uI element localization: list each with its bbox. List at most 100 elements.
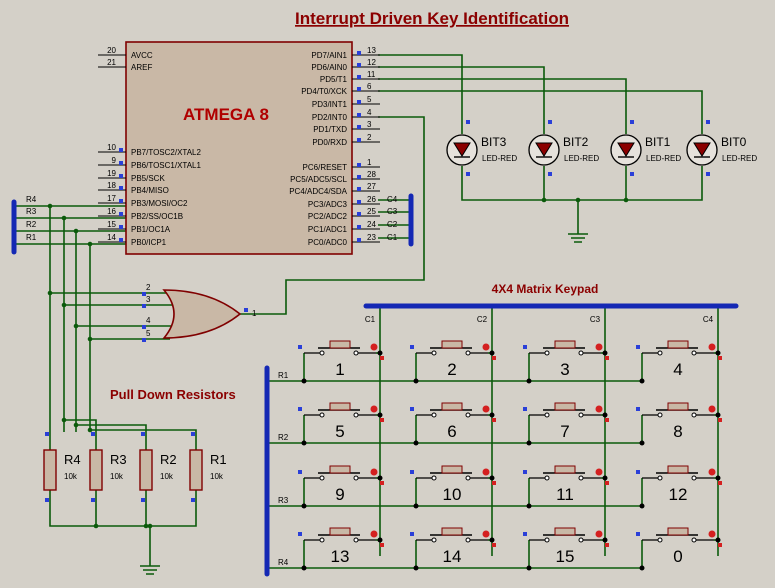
mcu-pin-name: PB4/MISO xyxy=(131,186,169,195)
keypad-key-1[interactable]: 1 xyxy=(298,340,384,384)
keypad-key-2[interactable]: 2 xyxy=(410,340,496,384)
keypad-key-12[interactable]: 12 xyxy=(636,465,722,509)
mcu-pin-name: PD0/RXD xyxy=(312,138,347,147)
mcu-pin-marker xyxy=(357,75,361,79)
keypad-key-10[interactable]: 10 xyxy=(410,465,496,509)
resistor-pin-marker xyxy=(141,432,145,436)
switch-pin-marker xyxy=(298,345,302,349)
keypad-key-5[interactable]: 5 xyxy=(298,402,384,446)
junction-dot xyxy=(377,350,383,356)
switch-pin-marker xyxy=(605,543,609,547)
switch-actuator xyxy=(329,527,351,536)
mcu-pin-name: PB2/SS/OC1B xyxy=(131,212,183,221)
switch-red-dot xyxy=(708,343,716,351)
keypad-key-7[interactable]: 7 xyxy=(523,402,609,446)
keypad-key-label: 15 xyxy=(556,547,575,566)
mcu-pin-name: PC3/ADC3 xyxy=(308,200,348,209)
keypad-key-8[interactable]: 8 xyxy=(636,402,722,446)
resistor-pin-marker xyxy=(91,432,95,436)
switch-pin-marker xyxy=(410,345,414,349)
keypad-key-label: 7 xyxy=(560,422,569,441)
junction-dot xyxy=(489,537,495,543)
junction-dot xyxy=(413,503,419,509)
mcu-pin-marker xyxy=(119,148,123,152)
switch-pin-marker xyxy=(380,356,384,360)
switch-red-dot xyxy=(708,405,716,413)
mcu-pin-number: 13 xyxy=(367,46,376,55)
keypad-key-label: 9 xyxy=(335,485,344,504)
junction-dot xyxy=(301,565,307,571)
mcu-pin-marker xyxy=(119,199,123,203)
keypad-key-0[interactable]: 0 xyxy=(636,527,722,571)
switch-red-dot xyxy=(595,405,603,413)
led-pin-marker xyxy=(548,120,552,124)
mcu-pin-number: 12 xyxy=(367,58,376,67)
mcu-pin-marker xyxy=(357,212,361,216)
mcu-pin-number: 28 xyxy=(367,170,376,179)
keypad-key-9[interactable]: 9 xyxy=(298,465,384,509)
mcu-pin-marker xyxy=(357,87,361,91)
mcu-pin-number: 1 xyxy=(367,158,372,167)
keypad-key-13[interactable]: 13 xyxy=(298,527,384,571)
wire-row1-r1 xyxy=(90,429,197,432)
switch-actuator xyxy=(667,402,689,411)
mcu-pin-number: 5 xyxy=(367,95,372,104)
resistor-value: 10k xyxy=(64,472,78,481)
switch-pin-marker xyxy=(380,481,384,485)
wire-int0 xyxy=(240,116,425,315)
keypad-key-3[interactable]: 3 xyxy=(523,340,609,384)
bus-label-r1: R1 xyxy=(26,233,37,242)
mcu-pin-number: 26 xyxy=(367,195,376,204)
switch-red-dot xyxy=(595,530,603,538)
keypad-key-6[interactable]: 6 xyxy=(410,402,496,446)
switch-pin-marker xyxy=(718,481,722,485)
keypad-row-wires xyxy=(267,380,643,569)
mcu-left-pins: 20AVCC21AREF10PB7/TOSC2/XTAL29PB6/TOSC1/… xyxy=(98,46,202,247)
mcu-pin-name: PC2/ADC2 xyxy=(308,212,348,221)
led-type: LED-RED xyxy=(646,154,681,163)
keypad-row-label: R1 xyxy=(278,371,289,380)
resistor-pin-marker xyxy=(45,432,49,436)
keypad-key-4[interactable]: 4 xyxy=(636,340,722,384)
junction-dot xyxy=(541,197,547,203)
switch-pin-marker xyxy=(298,407,302,411)
mcu-pin-marker xyxy=(357,225,361,229)
keypad-row-label: R3 xyxy=(278,496,289,505)
switch-actuator xyxy=(667,340,689,349)
mcu-pin-name: AVCC xyxy=(131,51,153,60)
switch-red-dot xyxy=(370,468,378,476)
ground-led xyxy=(568,233,588,243)
mcu-pin-name: PC4/ADC4/SDA xyxy=(289,187,347,196)
junction-dot xyxy=(47,203,53,209)
switch-actuator xyxy=(667,527,689,536)
mcu-pin-number: 23 xyxy=(367,233,376,242)
or-input-2: 2 xyxy=(146,283,151,292)
mcu-pin-marker xyxy=(357,100,361,104)
bus-label-r4: R4 xyxy=(26,195,37,204)
mcu-pin-name: PB3/MOSI/OC2 xyxy=(131,199,188,208)
mcu-pin-marker xyxy=(357,63,361,67)
mcu-pin-name: PD6/AIN0 xyxy=(311,63,347,72)
bus-label-c1: C1 xyxy=(387,233,398,242)
mcu-pin-name: PC5/ADC5/SCL xyxy=(290,175,347,184)
keypad-key-label: 5 xyxy=(335,422,344,441)
mcu-pin-marker xyxy=(357,125,361,129)
wire-pd6-bit2 xyxy=(378,66,545,134)
junction-dot xyxy=(47,290,53,296)
junction-dot xyxy=(301,378,307,384)
or-gate: 2 3 4 5 1 xyxy=(142,283,257,342)
mcu-pin-marker xyxy=(357,51,361,55)
keypad-key-11[interactable]: 11 xyxy=(523,465,609,509)
led-pin-marker xyxy=(630,120,634,124)
keypad-key-15[interactable]: 15 xyxy=(523,527,609,571)
switch-pin-marker xyxy=(492,481,496,485)
switch-pin-marker xyxy=(410,470,414,474)
keypad-key-14[interactable]: 14 xyxy=(410,527,496,571)
switch-actuator xyxy=(441,527,463,536)
mcu-pin-name: PB5/SCK xyxy=(131,174,165,183)
switch-actuator xyxy=(329,402,351,411)
